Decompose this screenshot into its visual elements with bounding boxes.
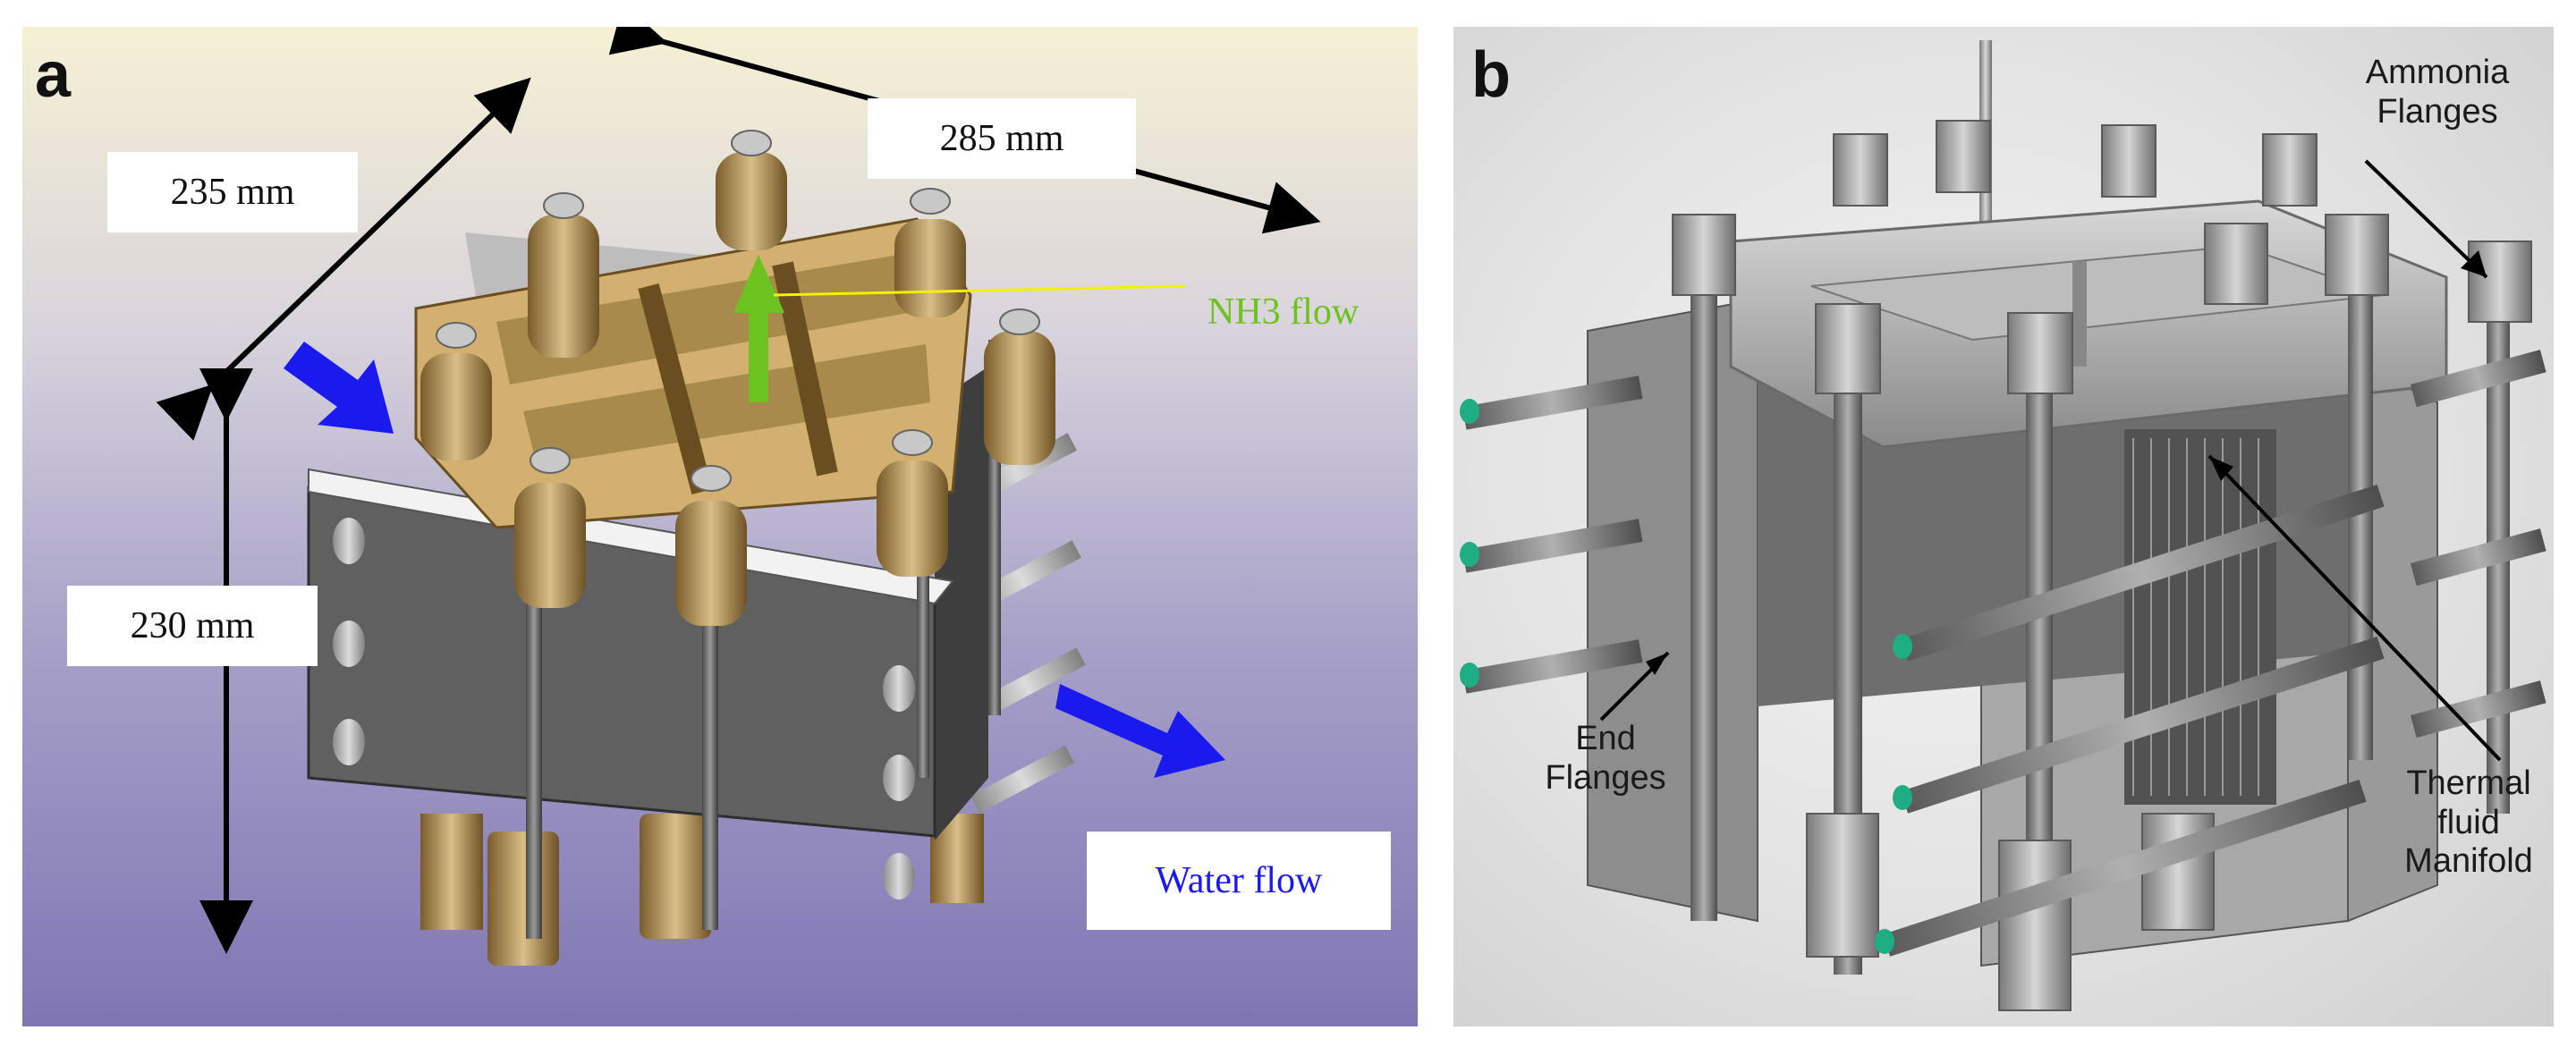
thermal-fluid-manifold-label-line-3: Manifold — [2404, 842, 2533, 881]
thermal-fluid-manifold-core — [2124, 429, 2276, 805]
ammonia-flanges-label-line-1: Ammonia — [2365, 54, 2510, 91]
panel-letter-a: a — [35, 39, 72, 111]
water-inlet-arrow — [284, 342, 394, 434]
ammonia-flanges-leader — [2364, 159, 2488, 279]
height-dimension-label: 230 mm — [67, 586, 318, 666]
water-outlet-arrow — [1055, 684, 1225, 778]
width-dimension-label: 285 mm — [868, 98, 1136, 179]
ammonia-flanges-label: Ammonia Flanges — [2348, 54, 2527, 131]
thermal-fluid-manifold-leader — [2207, 454, 2502, 762]
callout-leaders — [1599, 159, 2502, 762]
water-flow-label: Water flow — [1087, 832, 1391, 930]
end-flanges-label: End Flanges — [1516, 720, 1695, 798]
nh3-leader-line — [773, 284, 1186, 297]
plate-fins — [2132, 438, 2259, 796]
depth-dimension-label: 235 mm — [107, 152, 358, 232]
plate-bolts — [333, 518, 915, 899]
nh3-flow-arrow — [733, 255, 784, 402]
end-flanges-label-line-1: End — [1575, 720, 1636, 757]
heat-exchanger-cad-drawing — [156, 27, 1321, 966]
horizontal-studs — [1462, 350, 2546, 957]
thermal-fluid-manifold-label-line-2: fluid — [2437, 803, 2500, 841]
thermal-fluid-manifold-label-line-1: Thermal — [2406, 764, 2531, 802]
nh3-flow-label: NH3 flow — [1208, 291, 1360, 333]
panel-b-photograph: b Ammonia Flanges End Flanges Thermal fl… — [1453, 27, 2554, 1026]
stud-green-tips — [1460, 399, 1912, 954]
ammonia-flanges-label-line-2: Flanges — [2377, 92, 2498, 131]
heat-exchanger-photo-illustration — [1460, 40, 2546, 1011]
end-flanges-label-line-2: Flanges — [1545, 758, 1666, 797]
depth-dimension-arrow — [156, 77, 531, 441]
panel-a-cad-rendering: a 235 mm 285 mm 230 mm NH3 flow Water fl… — [22, 27, 1418, 1026]
thermal-fluid-manifold-label: Thermal fluid Manifold — [2379, 764, 2554, 882]
panel-letter-b: b — [1471, 39, 1511, 111]
